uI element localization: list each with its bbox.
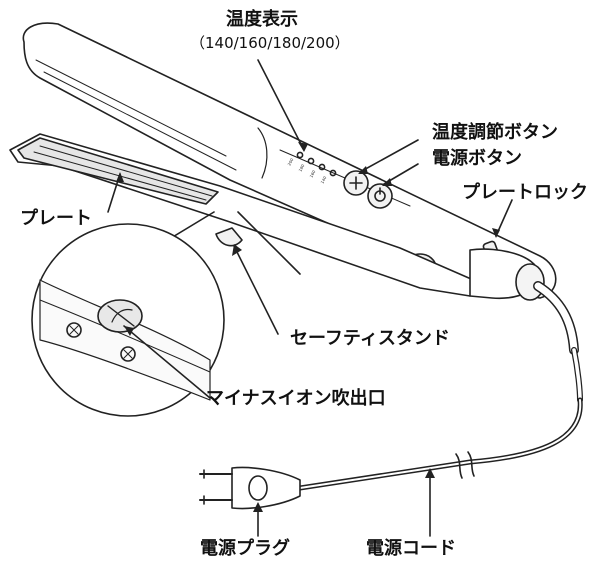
cord-break-2 — [467, 451, 475, 477]
cord-break-1 — [455, 453, 463, 479]
power-button[interactable] — [367, 183, 393, 209]
led-200 — [296, 151, 304, 159]
arrow-ion-outlet — [124, 326, 134, 336]
led-140 — [329, 169, 337, 177]
label-temp-button: 温度調節ボタン — [432, 122, 558, 143]
zoom-detail — [39, 279, 211, 401]
arrow-temp-display — [298, 142, 308, 152]
leader-temp-button — [359, 139, 419, 173]
label-power-cord: 電源コード — [366, 538, 456, 559]
leader-temp-display — [257, 59, 305, 151]
label-ion-outlet: マイナスイオン吹出口 — [206, 388, 386, 409]
arrow-plate — [116, 172, 124, 182]
arrow-power-cord — [425, 468, 435, 478]
label-safety-stand: セーフティスタンド — [290, 328, 450, 349]
arrow-safety-stand — [232, 244, 242, 256]
leader-safety-stand — [233, 245, 279, 335]
safety-stand — [215, 227, 243, 247]
cord-strain-relief — [533, 281, 583, 403]
led-mark-140: 140 — [319, 175, 327, 184]
screw-right — [120, 346, 136, 362]
arrow-power-plug — [253, 502, 263, 512]
temperature-led-group — [296, 151, 337, 177]
upper-arm-highlight — [35, 59, 227, 157]
arrow-power-button — [382, 178, 392, 186]
led-mark-200: 200 — [286, 157, 294, 166]
arrow-plate-lock — [492, 228, 500, 238]
label-power-plug: 電源プラグ — [200, 538, 290, 559]
label-temp-values: （140/160/180/200） — [190, 34, 350, 52]
power-cord-line — [297, 397, 583, 491]
label-plate-lock: プレートロック — [462, 182, 588, 203]
leader-ion-outlet — [123, 325, 211, 399]
power-cord-inner — [299, 399, 582, 489]
led-mark-180: 180 — [297, 163, 305, 172]
led-mark-160: 160 — [308, 169, 316, 178]
led-180 — [307, 157, 315, 165]
upper-arm-ridge — [257, 127, 268, 179]
plate-line-1 — [39, 145, 213, 197]
label-plate: プレート — [20, 208, 92, 229]
arrow-temp-button — [358, 166, 368, 174]
upper-arm-edge — [43, 71, 237, 171]
label-temp-display: 温度表示 — [226, 9, 298, 30]
upper-arm — [22, 22, 557, 299]
screw-left — [66, 322, 82, 338]
led-160 — [318, 163, 326, 171]
power-plug[interactable] — [199, 466, 301, 510]
temperature-button[interactable] — [343, 170, 369, 196]
label-power-button: 電源ボタン — [432, 148, 522, 169]
